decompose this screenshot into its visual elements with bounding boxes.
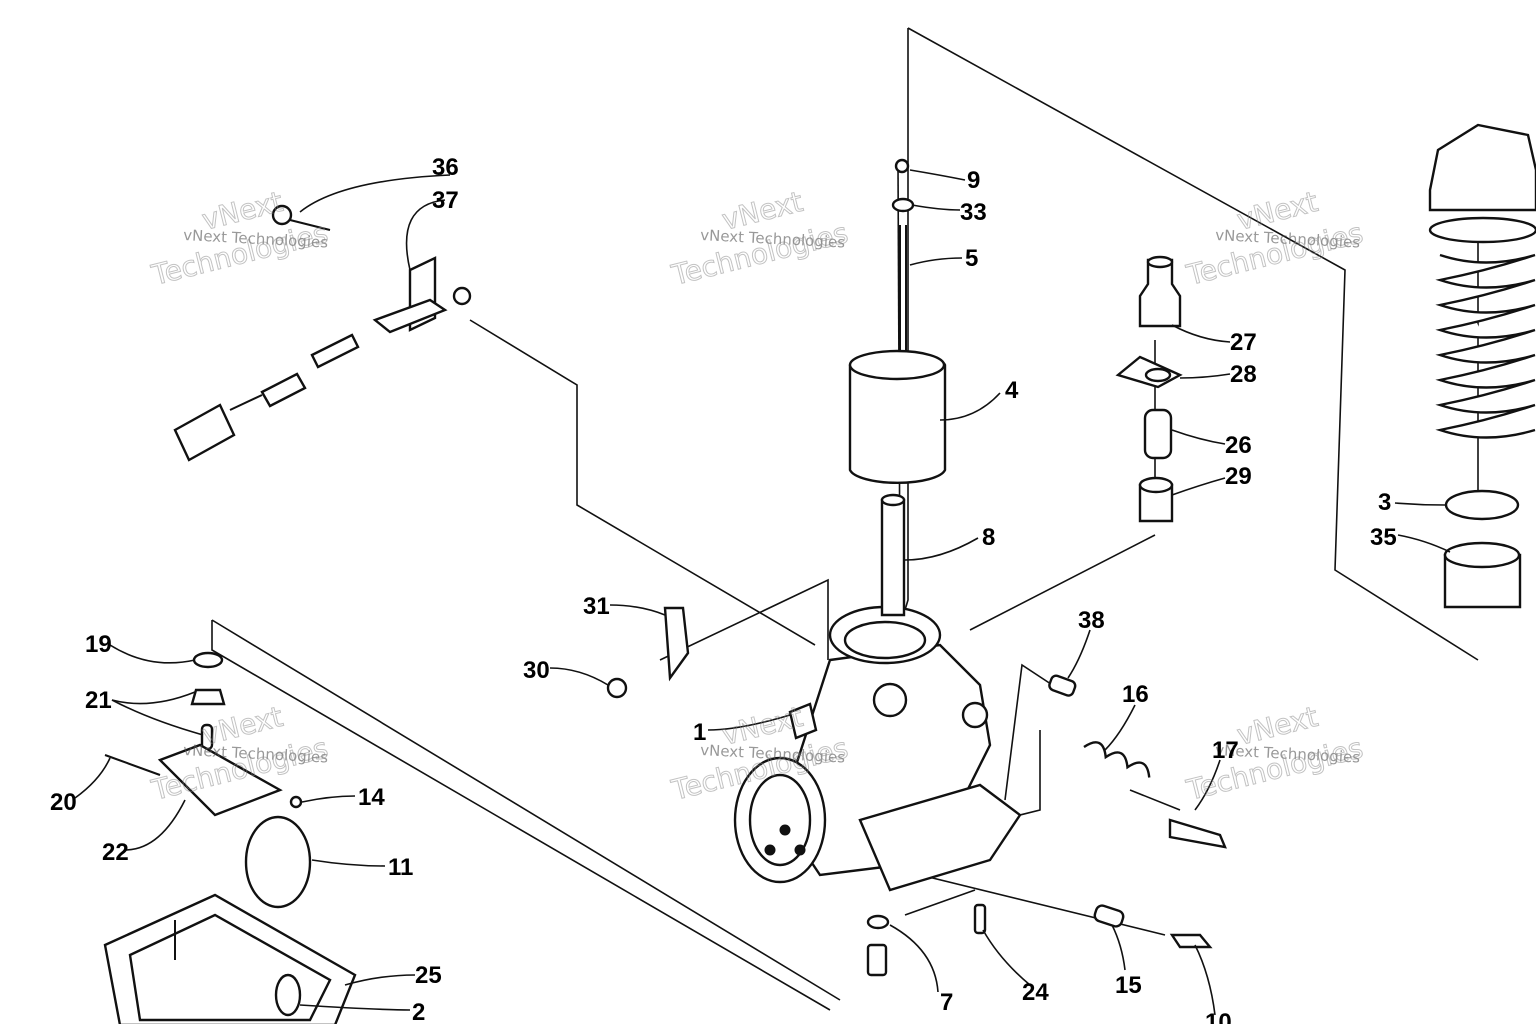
callout-35: 35 xyxy=(1370,524,1397,551)
callout-4: 4 xyxy=(1005,377,1019,404)
callout-27: 27 xyxy=(1230,329,1257,356)
callout-3: 3 xyxy=(1378,489,1391,516)
callout-14: 10 xyxy=(1205,1009,1232,1024)
callout-17: 17 xyxy=(1212,737,1239,764)
callout-22: 22 xyxy=(102,839,129,866)
callout-25: 25 xyxy=(415,962,442,989)
callout-8: 8 xyxy=(982,524,995,551)
callout-15: 15 xyxy=(1115,972,1142,999)
callout-31: 31 xyxy=(583,593,610,620)
callout-10: 11 xyxy=(388,854,413,881)
callout-24: 24 xyxy=(1022,979,1049,1006)
carburetor-body xyxy=(733,605,1022,892)
callout-20: 20 xyxy=(50,789,77,816)
callout-37: 37 xyxy=(432,187,459,214)
callout-30: 30 xyxy=(523,657,550,684)
callout-36: 36 xyxy=(432,154,459,181)
cap-spring-assembly xyxy=(1428,123,1536,609)
small-parts xyxy=(606,606,1227,977)
callout-28: 28 xyxy=(1230,361,1257,388)
callout-33: 33 xyxy=(960,199,987,226)
callout-11: 14 xyxy=(358,784,385,811)
callout-labels: 9 33 5 4 8 27 28 26 29 3 35 31 30 1 38 1… xyxy=(50,154,1397,1024)
callout-7: 7 xyxy=(940,989,953,1016)
callout-19: 19 xyxy=(85,631,112,658)
callout-1: 1 xyxy=(693,719,706,746)
callout-26: 26 xyxy=(1225,432,1252,459)
watermarks: vNext vNext Technologies Technologies vN… xyxy=(147,184,1366,807)
callout-38: 38 xyxy=(1078,607,1105,634)
fuel-jet-assembly xyxy=(1115,255,1183,523)
callout-5: 5 xyxy=(965,245,978,272)
callout-2: 2 xyxy=(412,999,425,1024)
leader-lines xyxy=(74,169,1451,1016)
callout-9: 9 xyxy=(967,167,980,194)
callout-16: 16 xyxy=(1122,681,1149,708)
throttle-sensor-assembly xyxy=(173,204,472,462)
callout-29: 29 xyxy=(1225,463,1252,490)
callout-21: 21 xyxy=(85,687,112,714)
float-chamber-parts xyxy=(103,651,357,1024)
slide-assembly xyxy=(848,158,947,617)
